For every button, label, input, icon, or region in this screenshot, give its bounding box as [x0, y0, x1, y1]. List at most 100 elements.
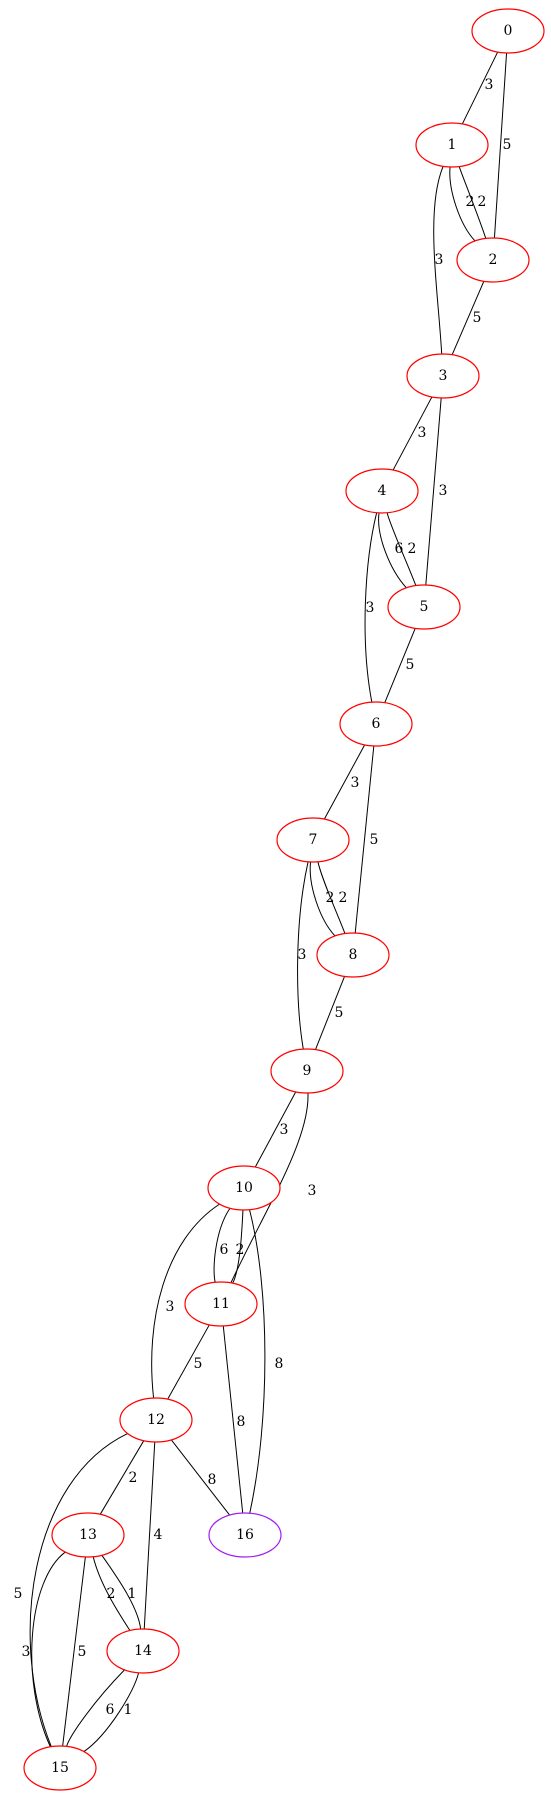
edge-weight-label: 5 [14, 1586, 23, 1602]
edge-weight-label: 3 [166, 1299, 175, 1315]
node-ellipse [208, 1512, 282, 1558]
edge-line [31, 1551, 66, 1748]
edge-line [433, 166, 444, 355]
edge-1-2: 2 [458, 166, 487, 239]
node-ellipse [207, 1165, 281, 1211]
edge-line [167, 1324, 210, 1400]
edge-line [425, 397, 442, 586]
edge-line [92, 1556, 131, 1631]
edge-weight-label: 5 [335, 1005, 344, 1021]
edge-10-11: 2 [232, 1209, 244, 1284]
edge-line [170, 1439, 231, 1516]
node-5: 5 [387, 584, 461, 630]
edge-1-3: 3 [433, 166, 444, 355]
node-ellipse [339, 701, 413, 747]
edge-line [143, 1441, 156, 1630]
edge-line [249, 1209, 266, 1514]
edge-weight-label: 5 [406, 657, 415, 673]
edge-line [458, 166, 487, 239]
edge-10-16: 8 [249, 1209, 283, 1514]
node-10: 10 [207, 1165, 281, 1211]
node-ellipse [387, 584, 461, 630]
edge-weight-label: 2 [326, 890, 335, 906]
node-ellipse [184, 1281, 258, 1327]
edge-line [384, 628, 416, 703]
edge-6-8: 5 [354, 745, 378, 934]
node-label: 11 [212, 1296, 230, 1312]
edge-7-8: 2 [309, 861, 336, 937]
edge-weight-label: 5 [503, 137, 512, 153]
edge-weight-label: 2 [466, 194, 475, 210]
node-label: 1 [448, 137, 457, 153]
edge-line [101, 1555, 142, 1630]
node-11: 11 [184, 1281, 258, 1327]
edge-weight-label: 3 [366, 600, 375, 616]
edge-0-2: 5 [493, 52, 512, 239]
edge-line [386, 512, 417, 586]
node-4: 4 [345, 468, 419, 514]
edge-14-15: 1 [83, 1672, 140, 1752]
node-6: 6 [339, 701, 413, 747]
node-label: 10 [235, 1180, 253, 1196]
node-label: 8 [349, 947, 358, 963]
edge-line [213, 1207, 231, 1283]
edge-line [29, 1433, 128, 1747]
node-label: 3 [439, 368, 448, 384]
edge-line [232, 1209, 244, 1284]
edge-line [323, 744, 366, 820]
edge-line [493, 52, 508, 239]
node-label: 7 [309, 832, 318, 848]
edge-8-9: 5 [315, 976, 345, 1050]
edge-line [66, 1669, 125, 1747]
edge-weight-label: 6 [106, 1702, 115, 1718]
node-ellipse [23, 1745, 97, 1791]
edge-14-15: 6 [66, 1669, 125, 1747]
edge-line [297, 861, 309, 1050]
edge-2-3: 5 [451, 281, 485, 355]
node-0: 0 [471, 8, 545, 54]
node-ellipse [276, 817, 350, 863]
edge-line [449, 166, 476, 242]
edge-line [151, 1203, 220, 1399]
edge-10-12: 3 [151, 1203, 220, 1399]
edge-line [222, 1325, 244, 1514]
node-label: 4 [378, 483, 387, 499]
edge-9-10: 3 [254, 1091, 297, 1168]
edge-0-1: 3 [461, 51, 499, 125]
node-2: 2 [456, 237, 530, 283]
node-ellipse [456, 237, 530, 283]
edge-weight-label: 3 [351, 775, 360, 791]
edge-weight-label: 6 [395, 541, 404, 557]
edge-line [364, 512, 378, 703]
node-16: 16 [208, 1512, 282, 1558]
node-label: 2 [489, 252, 498, 268]
edge-12-16: 8 [170, 1439, 231, 1516]
edge-4-5: 2 [386, 512, 417, 586]
node-12: 12 [119, 1397, 193, 1443]
edge-weight-label: 2 [478, 194, 487, 210]
edge-weight-label: 3 [439, 483, 448, 499]
edge-4-5: 6 [378, 512, 407, 589]
node-ellipse [119, 1397, 193, 1443]
edge-12-15: 5 [14, 1433, 128, 1747]
edge-line [230, 1092, 309, 1284]
edge-10-11: 6 [213, 1207, 231, 1283]
edge-weight-label: 3 [485, 77, 494, 93]
edge-weight-label: 3 [280, 1122, 289, 1138]
edge-4-6: 3 [364, 512, 378, 703]
edge-13-15: 3 [22, 1551, 66, 1748]
node-8: 8 [316, 932, 390, 978]
node-15: 15 [23, 1745, 97, 1791]
edge-weight-label: 2 [408, 541, 417, 557]
edge-line [378, 512, 407, 589]
edge-13-14: 2 [92, 1556, 131, 1631]
edge-weight-label: 1 [128, 1586, 137, 1602]
node-ellipse [316, 932, 390, 978]
edge-7-9: 3 [297, 861, 309, 1050]
edge-line [309, 861, 336, 937]
edge-5-6: 5 [384, 628, 416, 703]
node-label: 13 [79, 1527, 97, 1543]
edge-weight-label: 8 [237, 1414, 246, 1430]
node-ellipse [345, 468, 419, 514]
